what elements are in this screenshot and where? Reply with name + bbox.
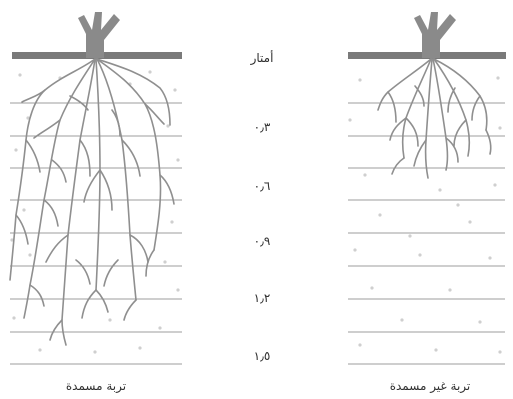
unfertilized-soil-dots	[348, 76, 501, 353]
fertilized-plant-stem	[78, 12, 120, 58]
depth-mark-0-9: ٠٫٩	[254, 234, 271, 248]
fertilized-soil-caption: تربة مسمدة	[66, 379, 126, 394]
fertilized-root-system	[10, 59, 174, 345]
depth-mark-0-6: ٠٫٦	[254, 179, 271, 193]
depth-mark-1-5: ١٫٥	[254, 349, 271, 363]
unfertilized-soil-caption: تربة غير مسمدة	[390, 379, 471, 394]
depth-mark-0-3: ٠٫٣	[254, 120, 271, 134]
unfertilized-soil-panel	[348, 12, 506, 364]
depth-scale: أمتار ٠٫٣ ٠٫٦ ٠٫٩ ١٫٢ ١٫٥	[250, 50, 274, 363]
depth-unit-label: أمتار	[250, 50, 274, 66]
unfertilized-plant-stem	[414, 12, 456, 58]
fertilized-soil-panel	[10, 12, 182, 364]
depth-mark-1-2: ١٫٢	[254, 291, 271, 305]
unfertilized-root-system	[378, 59, 491, 178]
